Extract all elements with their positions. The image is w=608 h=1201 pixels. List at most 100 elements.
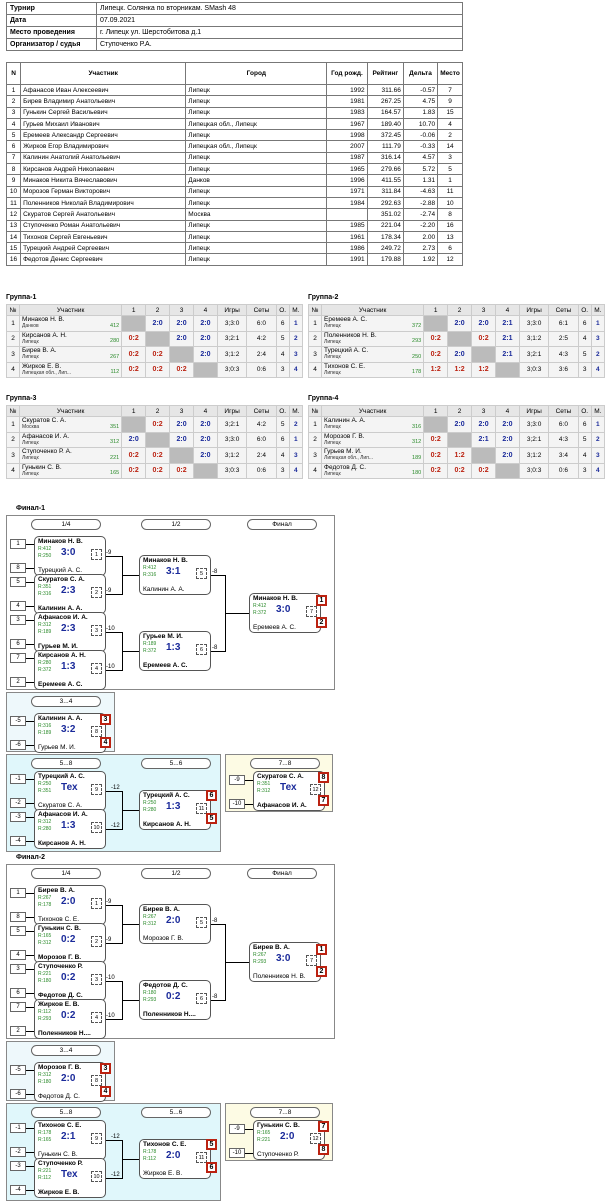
group-result-cell: 0:2: [169, 462, 194, 479]
match-id: 10: [91, 1171, 102, 1182]
place-badge: 2: [316, 617, 327, 628]
group-player-rating: 180: [412, 470, 422, 476]
player-cell: 7: [5, 151, 22, 165]
match-player-top: Жирков Е. В.: [38, 1001, 80, 1008]
group-header-cell: 1: [121, 304, 147, 316]
match-rating-top: R:412: [253, 603, 267, 609]
group-player-city: Липецк: [22, 354, 39, 361]
group-result-cell: 0:2: [471, 462, 496, 479]
group-games: 3;3:0: [518, 416, 550, 433]
group-result-cell: [471, 346, 496, 363]
seed-number: 4: [10, 950, 26, 960]
player-cell: 15: [437, 106, 463, 119]
group-result: 0:2: [152, 420, 163, 428]
match-rating-top: R:267: [38, 895, 52, 901]
bracket-line: [26, 955, 34, 956]
bracket-line: [211, 575, 225, 576]
player-cell: Липецк: [185, 242, 328, 255]
group-header-cell: Участник: [321, 405, 425, 417]
group-header-cell: М.: [288, 405, 304, 417]
group-sets: 3:4: [548, 447, 579, 464]
group-games: 3;2:1: [518, 346, 550, 363]
player-cell: Липецк: [185, 163, 328, 176]
match-score: Тех: [61, 782, 78, 793]
bracket-line: [26, 1166, 34, 1167]
loser-destination: -9: [106, 588, 112, 594]
group-result-cell: 2:0: [145, 315, 171, 332]
group-result-cell: 0:2: [423, 330, 449, 347]
info-value: Ступоченко Р.А.: [96, 38, 463, 51]
bracket-line: [26, 721, 34, 722]
player-cell: 351.02: [366, 208, 404, 221]
match-rating-top: R:312: [38, 819, 52, 825]
group-header-cell: Игры: [518, 405, 550, 417]
group-result-cell: 0:2: [471, 330, 496, 347]
group-row-number: 2: [307, 431, 323, 448]
player-cell: 4.57: [402, 151, 439, 165]
player-cell: 3: [437, 151, 463, 165]
player-cell: 4: [5, 117, 22, 131]
group-player-rating: 293: [412, 338, 422, 344]
group-player-name: Турецкий А. С.: [324, 347, 369, 355]
group-result-cell: 2:0: [193, 431, 218, 448]
match-rating-top: R:412: [38, 546, 52, 552]
bracket-line: [106, 556, 122, 557]
match-rating-bottom: R:372: [143, 648, 157, 654]
group-result-cell: 2:0: [447, 416, 473, 433]
group-result-cell: [193, 462, 218, 479]
group-result: 1:2: [454, 451, 465, 459]
player-cell: 10.70: [402, 117, 439, 131]
bracket-line: [122, 1159, 139, 1160]
loser-destination: -12: [111, 1172, 120, 1178]
player-cell: Минаков Никита Вячеславович: [20, 174, 187, 187]
match-id: 4: [91, 663, 102, 674]
player-cell: Липецк: [185, 151, 328, 165]
place-badge: 2: [316, 966, 327, 977]
group-result-cell: 2:1: [495, 330, 520, 347]
group-player-name: Кирсанов А. Н.: [22, 331, 67, 339]
group-points: 3: [275, 361, 290, 378]
player-cell: 5.72: [402, 163, 439, 176]
group-points: 4: [577, 330, 592, 347]
place-badge: 4: [100, 737, 111, 748]
group-header-cell: 4: [495, 405, 520, 417]
group-player-name: Ступоченко Р. А.: [22, 448, 72, 456]
place-badge: 1: [316, 944, 327, 955]
group-result-cell: 0:2: [121, 447, 147, 464]
bracket-line: [26, 1031, 34, 1032]
seed-number: 8: [10, 563, 26, 573]
match-rating-bottom: R:312: [38, 940, 52, 946]
group-title: Группа-1: [6, 294, 37, 301]
seed-number: 5: [10, 577, 26, 587]
match-rating-bottom: R:180: [38, 1079, 52, 1085]
player-cell: 1985: [326, 219, 368, 232]
player-cell: [326, 208, 368, 221]
group-result: 2:1: [502, 335, 513, 343]
group-result-cell: 0:2: [169, 361, 194, 378]
player-cell: 9: [5, 174, 22, 187]
group-player-rating: 250: [412, 353, 422, 360]
seed-number: 6: [10, 988, 26, 998]
group-header-cell: 2: [145, 405, 171, 417]
match-player-top: Минаков Н. В.: [143, 557, 188, 564]
match-player-top: Кирсанов А. Н.: [38, 652, 86, 659]
match-rating-top: R:221: [38, 1168, 52, 1174]
group-player-rating: 267: [110, 353, 120, 360]
player-cell: 6: [437, 242, 463, 255]
bracket-line: [26, 931, 34, 932]
match-rating-top: R:250: [38, 781, 52, 787]
match-rating-top: R:351: [38, 584, 52, 590]
group-sets: 6:0: [246, 315, 277, 332]
group-player-city: Липецк: [324, 338, 341, 345]
